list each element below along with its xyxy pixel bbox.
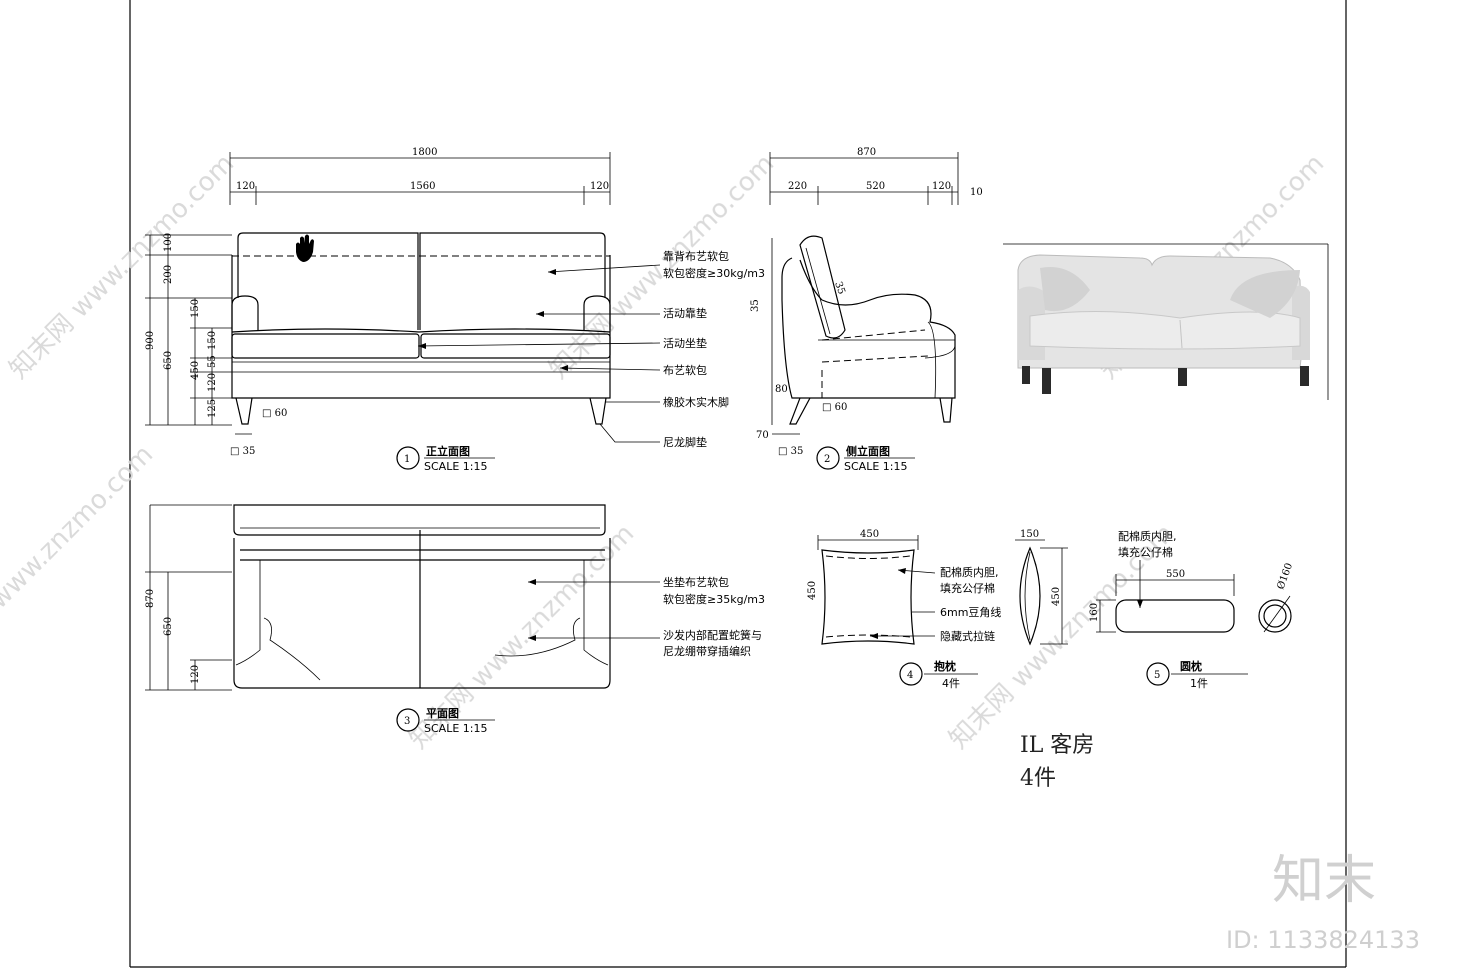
dim-front-v-120: 120 (207, 373, 218, 392)
dim-side-b: 520 (866, 181, 885, 192)
dim-side-v-80: 80 (775, 384, 788, 395)
label-rubberwood-leg: 橡胶木实木脚 (663, 395, 729, 409)
plan-view: 870 650 120 坐垫布艺软包 软包密度≥35kg/m3 沙发内部配置蛇簧… (145, 504, 765, 735)
dim-front-v-150a: 150 (190, 299, 201, 318)
label-spring-2: 尼龙绷带穿插编织 (663, 644, 751, 658)
dim-front-v-100: 100 (163, 233, 174, 252)
label-bolster-fill-2: 填充公仔棉 (1118, 545, 1173, 559)
dim-side-a: 220 (788, 181, 807, 192)
dim-front-v-55: 55 (207, 355, 218, 368)
dim-pillow-w: 450 (860, 529, 879, 540)
bolster-view: 配棉质内胆, 填充公仔棉 550 160 Ø160 5 圆枕 1件 (1089, 529, 1295, 690)
side-elevation: 870 220 520 120 10 35 80 35 □ 60 70 □ 35… (750, 147, 983, 473)
dim-plan-120: 120 (190, 665, 201, 684)
view-4-title: 抱枕 (934, 659, 956, 673)
dim-front-v-125: 125 (207, 399, 218, 418)
side-leg-size: □ 60 (822, 402, 847, 413)
label-seat-cushion-1: 坐垫布艺软包 (663, 575, 729, 589)
dim-plan-870: 870 (145, 589, 156, 608)
view-2-number: 2 (824, 454, 830, 465)
note-line-2: 4件 (1020, 766, 1056, 791)
front-leg-size: □ 60 (262, 408, 287, 419)
dim-side-c: 120 (932, 181, 951, 192)
view-4-qty: 4件 (942, 677, 960, 690)
brand-logo: 知末 (1272, 851, 1376, 911)
dim-front-mid: 1560 (410, 181, 435, 192)
dim-side-v-35b: 35 (832, 280, 847, 296)
dim-front-v-200: 200 (163, 265, 174, 284)
dim-bolster-h: 160 (1089, 603, 1100, 622)
label-seat-cushion-2: 软包密度≥35kg/m3 (663, 592, 765, 606)
label-pillow-fill-2: 填充公仔棉 (940, 581, 995, 595)
dim-pillow-side-w: 150 (1020, 529, 1039, 540)
view-2-title: 侧立面图 (846, 444, 890, 458)
note-line-1: IL 客房 (1020, 733, 1094, 758)
dim-front-v-450: 450 (190, 361, 201, 380)
view-1-scale: SCALE 1:15 (424, 460, 487, 473)
pillow-view: 450 450 150 450 配棉质内胆, 填充公仔棉 6mm豆角线 隐藏式拉… (807, 529, 1068, 690)
label-back-cushion-2: 软包密度≥30kg/m3 (663, 266, 765, 280)
view-5-number: 5 (1154, 670, 1160, 681)
brand-area: 知末 ID: 1133824133 (1226, 851, 1420, 954)
dim-front-side-l: 120 (236, 181, 255, 192)
label-loose-seat: 活动坐垫 (663, 336, 707, 350)
view-5-title: 圆枕 (1180, 659, 1202, 673)
room-note: IL 客房 4件 (1020, 733, 1094, 791)
dim-front-v-650: 650 (163, 351, 174, 370)
label-pillow-fill-1: 配棉质内胆, (940, 565, 999, 579)
dim-front-total: 1800 (412, 147, 437, 158)
dim-front-side-r: 120 (590, 181, 609, 192)
label-zipper: 隐藏式拉链 (940, 629, 995, 643)
front-elevation: 1800 120 1560 120 100 200 900 650 150 45… (145, 147, 765, 473)
label-fabric-padding: 布艺软包 (663, 363, 707, 377)
dim-front-v-900: 900 (145, 331, 156, 350)
dim-pillow-h: 450 (807, 581, 818, 600)
watermark-text: www.znzmo.com (0, 440, 159, 615)
front-leg-bottom-size: □ 35 (230, 446, 255, 457)
view-1-title: 正立面图 (426, 444, 470, 458)
dim-plan-650: 650 (163, 617, 174, 636)
dim-front-v-150b: 150 (207, 331, 218, 350)
view-4-number: 4 (907, 670, 913, 681)
view-1-number: 1 (404, 454, 410, 465)
side-leg-bottom-size: □ 35 (778, 446, 803, 457)
drawing-frame (129, 0, 1347, 968)
dim-pillow-side-h: 450 (1051, 587, 1062, 606)
label-loose-back: 活动靠垫 (663, 306, 707, 320)
watermark-text: 知末网 www.znzmo.com (4, 149, 240, 385)
dim-bolster-w: 550 (1166, 569, 1185, 580)
label-spring-1: 沙发内部配置蛇簧与 (663, 628, 762, 642)
sofa-photo (1003, 243, 1329, 400)
view-3-title: 平面图 (426, 707, 459, 720)
dim-side-d: 10 (970, 187, 983, 198)
dim-bolster-dia: Ø160 (1275, 562, 1295, 591)
label-back-cushion-1: 靠背布艺软包 (663, 249, 729, 263)
resource-id: ID: 1133824133 (1226, 926, 1420, 954)
dim-side-total: 870 (857, 147, 876, 158)
label-nylon-pad: 尼龙脚垫 (663, 435, 707, 449)
label-bolster-fill-1: 配棉质内胆, (1118, 529, 1177, 543)
watermark-layer: 知末网 www.znzmo.com 知末网 www.znzmo.com 知末网 … (0, 149, 1330, 755)
label-piping: 6mm豆角线 (940, 605, 1001, 619)
dim-side-70: 70 (756, 430, 769, 441)
view-3-scale: SCALE 1:15 (424, 722, 487, 735)
view-5-qty: 1件 (1190, 677, 1208, 690)
dim-side-v-35: 35 (750, 299, 761, 312)
view-3-number: 3 (404, 716, 410, 727)
hand-cursor-icon (296, 234, 314, 262)
view-2-scale: SCALE 1:15 (844, 460, 907, 473)
